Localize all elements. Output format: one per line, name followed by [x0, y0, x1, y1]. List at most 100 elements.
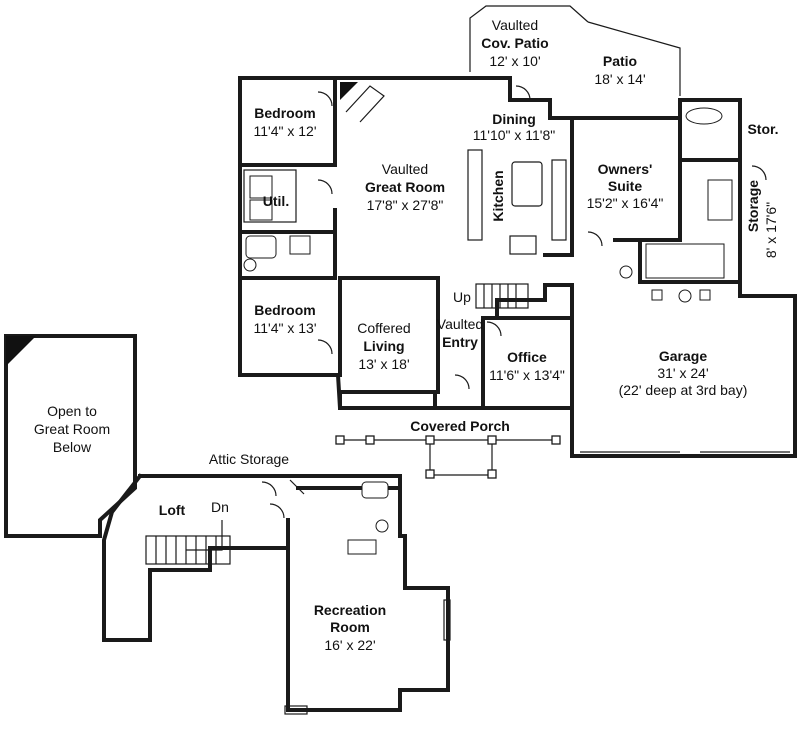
office-dims: 11'6" x 13'4" [489, 367, 565, 383]
hearth [345, 85, 385, 123]
great-room-dims: 17'8" x 27'8" [367, 197, 444, 213]
kitchen-counter-left [467, 149, 483, 241]
closet [645, 243, 725, 279]
porch-outline [340, 439, 560, 476]
owners-shower [707, 179, 733, 221]
rec-window [284, 705, 308, 715]
porch-column [551, 435, 561, 445]
cov-patio-dims: 12' x 10' [489, 53, 540, 69]
garage-item-1 [651, 289, 663, 301]
owners-suite-label-2: Suite [608, 178, 642, 194]
open-to-label-2: Great Room [34, 421, 110, 437]
door-swing [454, 374, 470, 390]
toilet [243, 258, 257, 272]
open-to-below-outline [4, 334, 137, 538]
open-to-label-3: Below [53, 439, 92, 455]
open-to-label-1: Open to [47, 403, 97, 419]
rec-window-side [443, 599, 451, 641]
owners-suite-dims: 15'2" x 16'4" [587, 195, 664, 211]
living-label-top: Coffered [357, 320, 410, 336]
door-swing [587, 231, 603, 247]
stor-label: Stor. [747, 121, 778, 137]
great-room-label-top: Vaulted [382, 161, 428, 177]
garage-item-3 [699, 289, 711, 301]
loft-label: Loft [159, 502, 186, 518]
patio-label: Patio [603, 53, 637, 69]
attic-door [289, 479, 305, 495]
recreation-label-2: Room [330, 619, 370, 635]
recreation-dims: 16' x 22' [324, 637, 375, 653]
upper-vanity [347, 539, 377, 555]
fireplace [340, 82, 358, 100]
door-swing [261, 481, 277, 497]
kitchen-label: Kitchen [490, 170, 506, 221]
porch-column [487, 435, 497, 445]
cov-patio-outline [469, 5, 589, 72]
bedroom-upper-label: Bedroom [254, 105, 315, 121]
stair-up-label: Up [453, 289, 471, 305]
entry-label-top: Vaulted [437, 316, 483, 332]
bedroom-lower-wall [238, 276, 342, 377]
recreation-label: Recreation [314, 602, 386, 618]
attic-storage-label: Attic Storage [209, 451, 289, 467]
stair-down-label: Dn [211, 499, 229, 515]
garage-note: (22' deep at 3rd bay) [619, 382, 748, 398]
stair-arrow [186, 520, 223, 551]
kitchen-counter-right [551, 159, 567, 241]
porch-column [425, 435, 435, 445]
door-swing [751, 165, 767, 181]
porch-column [335, 435, 345, 445]
living-label: Living [363, 338, 404, 354]
upper-tub [361, 481, 389, 499]
open-area-corner [6, 336, 36, 366]
office-label: Office [507, 349, 547, 365]
cov-patio-label-top: Vaulted [492, 17, 538, 33]
garage-dims: 31' x 24' [657, 365, 708, 381]
dryer [249, 199, 273, 221]
cov-patio-label: Cov. Patio [481, 35, 548, 51]
owners-toilet [619, 265, 633, 279]
upper-floor-walls [102, 473, 450, 712]
kitchen-sink [509, 235, 537, 255]
labels: Vaulted Cov. Patio 12' x 10' Patio 18' x… [34, 17, 779, 653]
storage-dims: 8' x 17'6" [763, 202, 779, 258]
bedroom-lower-dims: 11'4" x 13' [254, 320, 317, 336]
stair-down [145, 535, 231, 565]
garage-item-2 [678, 289, 692, 303]
bedroom-lower-label: Bedroom [254, 302, 315, 318]
door-swing [317, 179, 333, 195]
tub [245, 235, 277, 259]
washer [249, 175, 273, 199]
dining-dims: 11'10" x 11'8" [473, 127, 556, 143]
owners-tub [685, 107, 723, 125]
stair-treads [483, 284, 517, 308]
living-dims: 13' x 18' [358, 356, 409, 372]
garage-label: Garage [659, 348, 707, 364]
dining-label: Dining [492, 111, 536, 127]
storage-label: Storage [745, 180, 761, 232]
bedroom-upper-dims: 11'4" x 12' [254, 123, 317, 139]
patio-outline [587, 21, 681, 96]
great-room-label: Great Room [365, 179, 445, 195]
door-swing [269, 503, 285, 519]
porch-column [487, 469, 497, 479]
patio-dims: 18' x 14' [594, 71, 645, 87]
entry-label: Entry [442, 334, 478, 350]
door-swing [515, 85, 531, 101]
util-room [243, 169, 297, 223]
stair-up [475, 283, 529, 309]
upper-floor [4, 334, 451, 715]
covered-porch-label: Covered Porch [410, 418, 510, 434]
door-swing [486, 321, 502, 337]
door-swing [317, 339, 333, 355]
porch-column [365, 435, 375, 445]
kitchen-island [511, 161, 543, 207]
door-swing [317, 91, 333, 107]
util-label: Util. [263, 193, 289, 209]
owners-suite-label: Owners' [598, 161, 653, 177]
main-floor [238, 5, 797, 479]
interior-walls [238, 76, 742, 394]
vanity [289, 235, 311, 255]
upper-toilet [375, 519, 389, 533]
